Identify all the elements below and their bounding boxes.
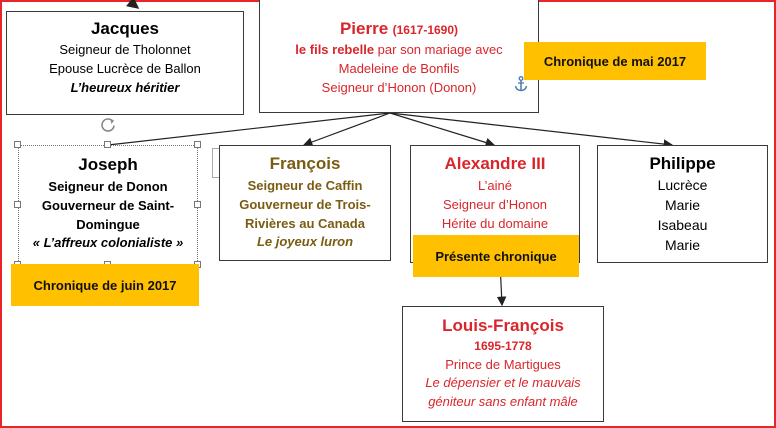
jacques-name: Jacques (90, 19, 160, 38)
pierre-title: Pierre (1617-1690) (260, 19, 538, 39)
alexandre-line1: L’ainé (478, 178, 512, 194)
alexandre-name: Alexandre III (444, 154, 546, 173)
philippe-line2: Marie (664, 197, 700, 214)
louis-francois-dates: 1695-1778 (474, 339, 532, 354)
resize-handle-tm[interactable] (104, 141, 111, 148)
louis-francois-line3: géniteur sans enfant mâle (428, 393, 578, 409)
connector-to-alexandre (389, 112, 496, 148)
joseph-line2: Gouverneur de Saint- (41, 197, 175, 213)
tag-presente-chronique[interactable]: Présente chronique (413, 235, 579, 277)
francois-line4: Le joyeux luron (256, 234, 354, 250)
philippe-name: Philippe (649, 154, 716, 173)
joseph-name: Joseph (78, 155, 138, 174)
connector-to-francois (302, 112, 391, 147)
philippe-line4: Marie (664, 236, 700, 253)
connector-to-joseph (107, 112, 391, 146)
pierre-name: Pierre (339, 19, 389, 38)
pierre-line1-rest: par son mariage avec (374, 42, 503, 58)
francois-box[interactable]: François Seigneur de Caffin Gouverneur d… (219, 145, 391, 261)
connector-to-philippe (389, 112, 674, 149)
philippe-box[interactable]: Philippe Lucrèce Marie Isabeau Marie (597, 145, 768, 263)
louis-francois-box[interactable]: Louis-François 1695-1778 Prince de Marti… (402, 306, 604, 422)
anchor-icon (514, 76, 528, 92)
resize-handle-tl[interactable] (14, 141, 21, 148)
joseph-line4: « L’affreux colonialiste » (32, 235, 184, 251)
joseph-line3: Domingue (76, 216, 140, 232)
alexandre-line2: Seigneur d’Honon (442, 196, 548, 212)
pierre-line2: Madeleine de Bonfils (338, 60, 460, 76)
rotate-handle-icon[interactable] (99, 116, 117, 134)
louis-francois-line2: Le dépensier et le mauvais (425, 375, 581, 391)
francois-name: François (269, 154, 341, 173)
pierre-dates: (1617-1690) (392, 23, 459, 37)
joseph-line1: Seigneur de Donon (48, 179, 168, 195)
jacques-line1: Seigneur de Tholonnet (59, 42, 191, 58)
philippe-line3: Isabeau (657, 216, 708, 233)
francois-line1: Seigneur de Caffin (247, 178, 363, 194)
resize-handle-ml[interactable] (14, 201, 21, 208)
louis-francois-line1: Prince de Martigues (445, 356, 561, 372)
tag-chronique-juin[interactable]: Chronique de juin 2017 (11, 264, 199, 306)
joseph-box[interactable]: Joseph Seigneur de Donon Gouverneur de S… (18, 145, 198, 265)
louis-francois-name: Louis-François (442, 316, 564, 335)
jacques-box[interactable]: Jacques Seigneur de Tholonnet Epouse Luc… (6, 11, 244, 115)
jacques-line2: Epouse Lucrèce de Ballon (49, 60, 201, 76)
connector-from-top (126, 0, 140, 9)
pierre-line3: Seigneur d’Honon (Donon) (321, 79, 477, 95)
philippe-line1: Lucrèce (657, 177, 708, 194)
resize-handle-tr[interactable] (194, 141, 201, 148)
francois-line3: Rivières au Canada (245, 215, 365, 231)
pierre-line1: le fils rebelle par son mariage avec (260, 42, 538, 58)
francois-line2: Gouverneur de Trois- (239, 196, 371, 212)
pierre-box[interactable]: Pierre (1617-1690) le fils rebelle par s… (259, 0, 539, 113)
pierre-line1-bold: le fils rebelle (295, 42, 375, 58)
resize-handle-mr[interactable] (194, 201, 201, 208)
alexandre-line3: Hérite du domaine (441, 215, 549, 231)
tag-chronique-mai[interactable]: Chronique de mai 2017 (524, 42, 706, 80)
jacques-line3: L’heureux héritier (70, 79, 180, 95)
